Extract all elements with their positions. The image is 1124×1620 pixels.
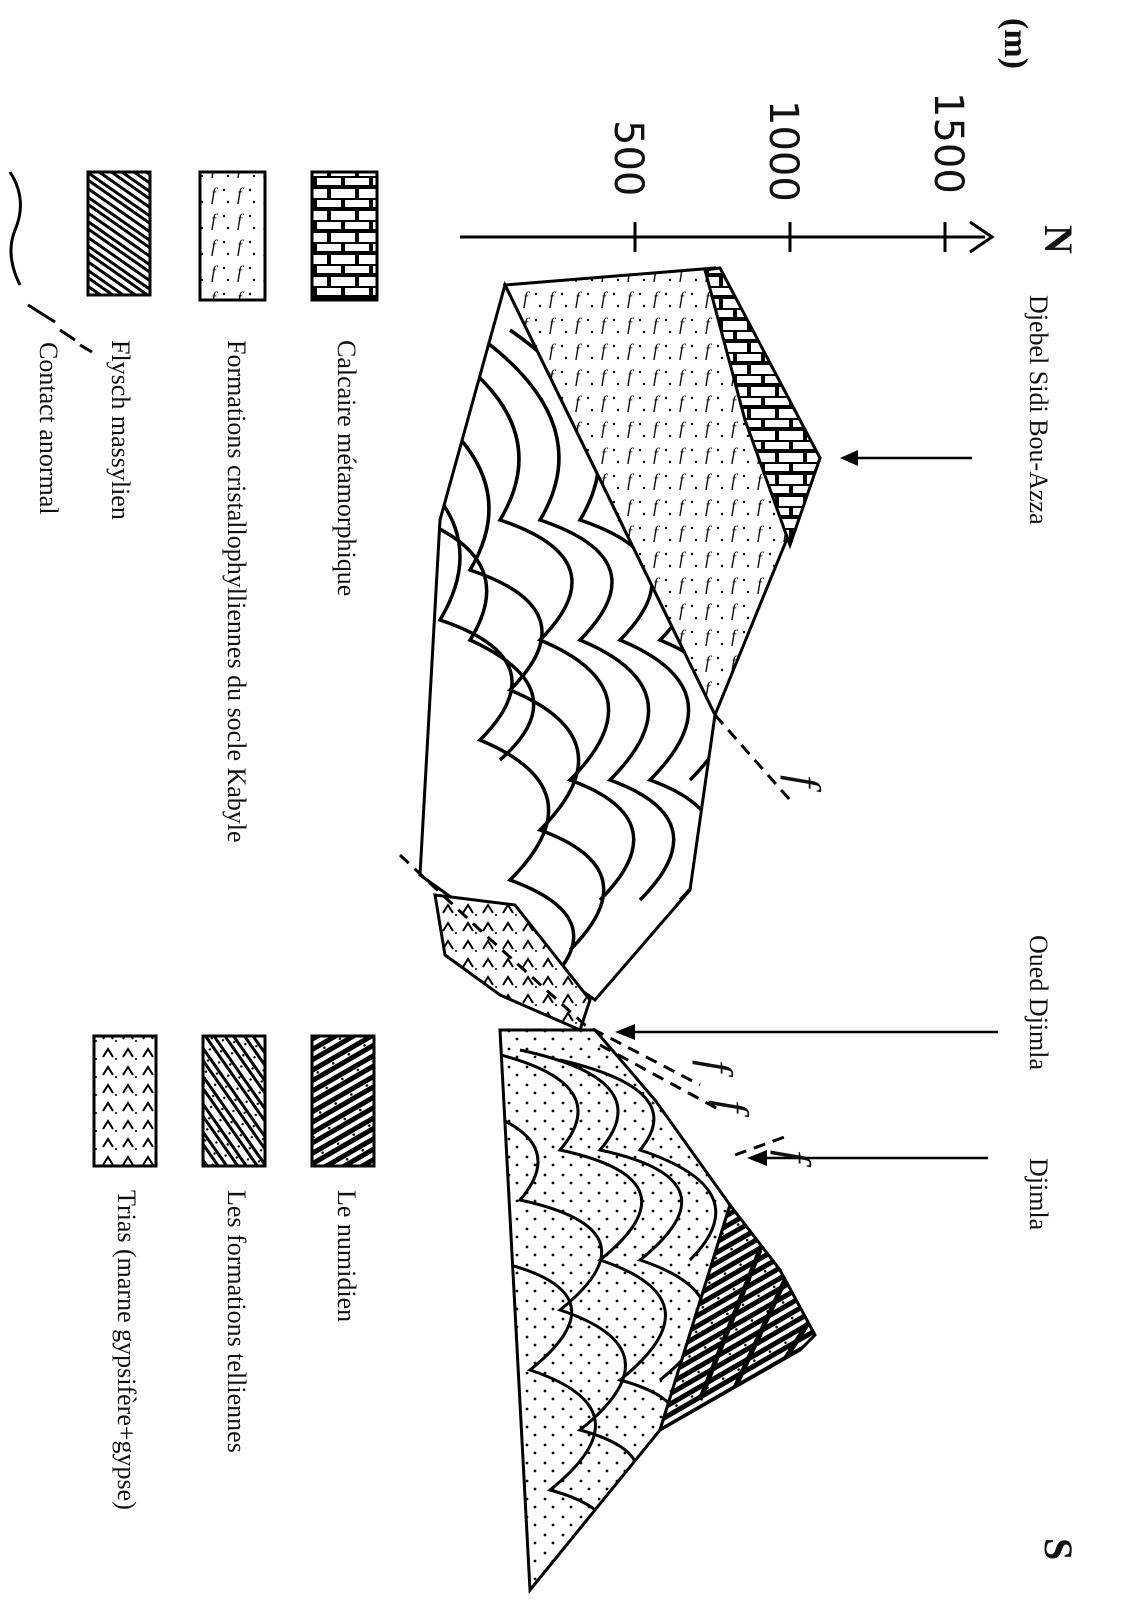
tick-label-500: 500 <box>605 120 651 196</box>
legend-swatch-numidien <box>312 1036 374 1166</box>
label-djimla: Djimla <box>1024 1158 1053 1231</box>
arrow-head-icon <box>615 1024 635 1040</box>
fault-symbol: f <box>770 1150 819 1168</box>
legend-label-trias: Trias (marne gypsifère+gypse) <box>112 1190 141 1510</box>
unit-telliennes-dotted <box>500 1030 730 1590</box>
legend-swatch-calcaire <box>312 172 377 300</box>
legend-swatch-telliennes <box>203 1036 265 1166</box>
north-label: N <box>1036 225 1081 254</box>
tick-label-1000: 1000 <box>760 100 806 202</box>
legend-swatch-flysch <box>88 172 150 295</box>
legend-label-calcaire: Calcaire métamorphique <box>332 340 361 596</box>
legend-swatch-contact <box>10 172 92 352</box>
fault-symbol: f <box>780 775 829 793</box>
contact-1 <box>715 715 790 800</box>
cross-section-units <box>380 268 820 1590</box>
arrow-head-icon <box>747 1150 767 1166</box>
legend-label-numidien: Le numidien <box>332 1190 361 1322</box>
fault-symbols: f f f f <box>692 775 829 1168</box>
elevation-axis: 1500 1000 500 (m) <box>460 18 1034 252</box>
south-label: S <box>1036 1538 1081 1560</box>
legend-swatch-cristallophyllien <box>200 172 265 300</box>
fault-symbol: f <box>692 1060 741 1078</box>
arrow-head-icon <box>840 450 858 466</box>
fault-symbol: f <box>708 1100 757 1118</box>
legend-label-telliennes: Les formations telliennes <box>222 1190 251 1453</box>
legend: Calcaire métamorphique Formations crista… <box>10 172 377 1510</box>
label-djebel-sidi-bou-azza: Djebel Sidi Bou-Azza <box>1024 295 1053 525</box>
legend-label-contact: Contact anormal <box>34 342 63 515</box>
legend-label-flysch: Flysch massylien <box>106 340 135 520</box>
legend-swatch-trias <box>94 1036 156 1166</box>
label-oued-djimla: Oued Djimla <box>1024 935 1053 1070</box>
axis-unit: (m) <box>997 18 1034 69</box>
legend-label-cristallophyllien: Formations cristallophylliennes du socle… <box>222 340 251 843</box>
tick-label-1500: 1500 <box>925 92 971 194</box>
